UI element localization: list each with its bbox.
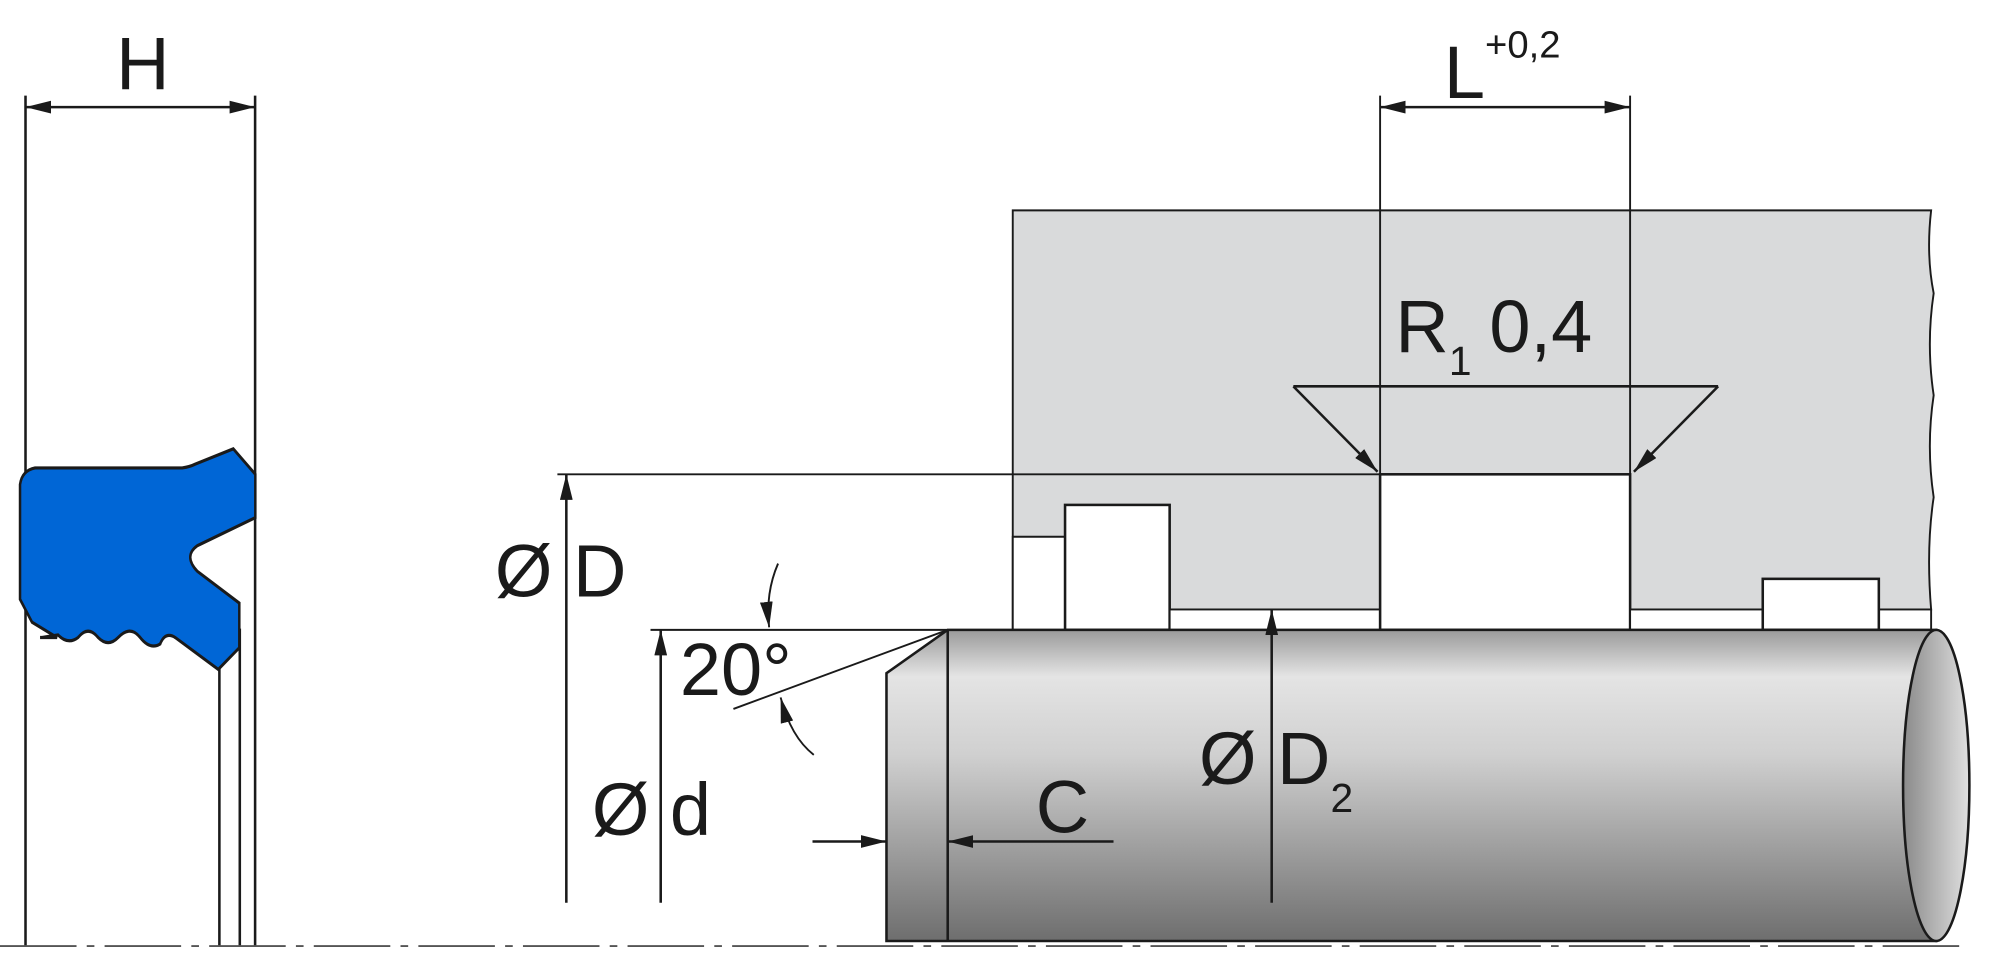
od-label: Ø D xyxy=(495,530,627,613)
shaft xyxy=(885,628,1971,943)
bore-d-dimension: Ø d xyxy=(592,628,948,903)
c-label: C xyxy=(1036,766,1089,849)
od-dimension: Ø D xyxy=(495,473,1381,903)
housing xyxy=(1011,209,1935,632)
h-label: H xyxy=(116,22,169,105)
d-label: Ø d xyxy=(592,768,711,851)
l-dimension: L+0,2 xyxy=(1379,23,1632,475)
l-label: L+0,2 xyxy=(1444,23,1561,114)
angle-dimension: 20° xyxy=(680,563,949,756)
seal-profile: H xyxy=(18,22,257,947)
od2-label: Ø D2 xyxy=(1199,717,1353,821)
chamfer-c-dimension: C xyxy=(812,766,1114,849)
angle-label: 20° xyxy=(680,628,792,711)
od2-dimension: Ø D2 xyxy=(1199,609,1353,903)
seal-body xyxy=(18,447,257,672)
